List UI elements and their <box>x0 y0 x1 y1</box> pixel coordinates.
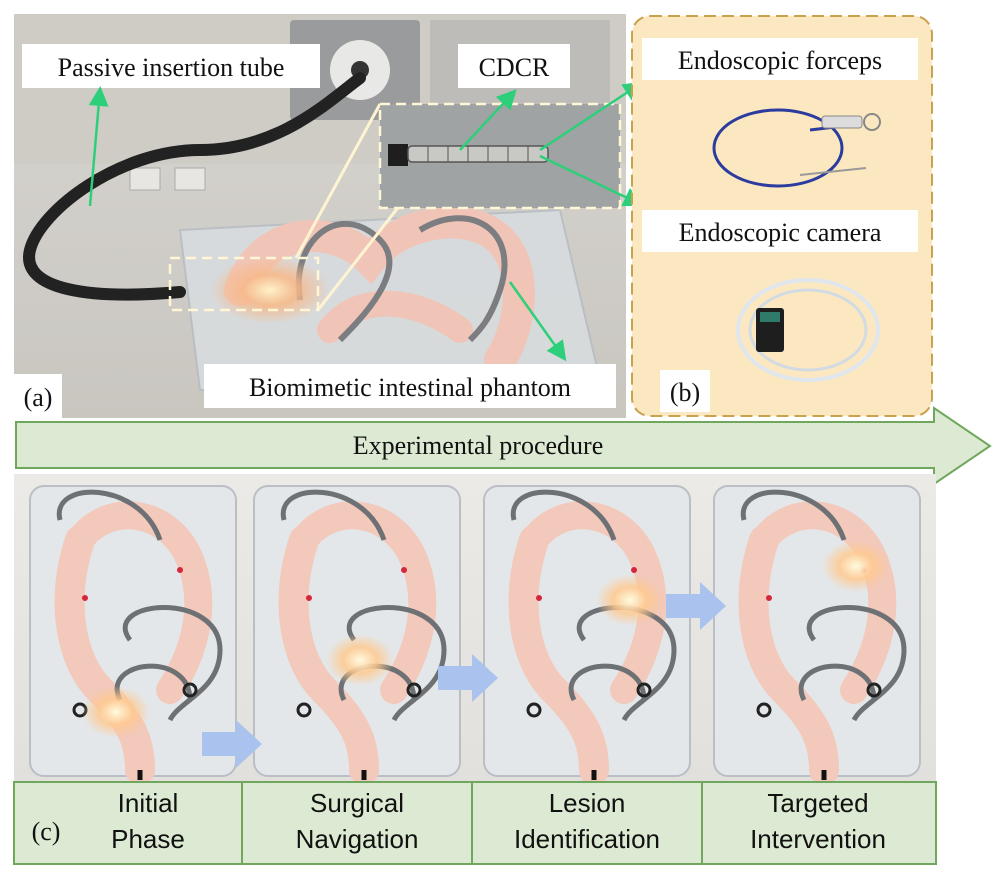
annotation-arrows <box>88 81 644 362</box>
stage-1-line-2: Phase <box>111 824 185 854</box>
cdcr-label-text: CDCR <box>479 53 550 82</box>
procedure-arrow: Experimental procedure <box>15 406 992 486</box>
panel-b: Endoscopic forceps Endoscopic camera (b) <box>631 15 933 417</box>
cdcr-robot <box>407 145 549 163</box>
stage-labels: Initial Phase Surgical Navigation Lesion… <box>13 781 937 865</box>
panel-c-photos <box>14 474 936 785</box>
stage-1-line-1: Initial <box>118 788 179 818</box>
label-passive-insertion-tube: Passive insertion tube <box>22 44 320 88</box>
stage-3-line-1: Lesion <box>549 788 626 818</box>
phantom-label-text: Biomimetic intestinal phantom <box>249 373 571 402</box>
stage-4-line-2: Intervention <box>750 824 886 854</box>
stage-4-line-1: Targeted <box>767 788 868 818</box>
label-biomimetic-phantom: Biomimetic intestinal phantom <box>204 364 616 408</box>
panel-a-tag: (a) <box>14 374 62 418</box>
tube-label-text: Passive insertion tube <box>58 53 285 82</box>
panel-a-tag-text: (a) <box>24 383 53 412</box>
stage-2-line-1: Surgical <box>310 788 404 818</box>
procedure-label-text: Experimental procedure <box>353 431 604 460</box>
camera-label-text: Endoscopic camera <box>679 218 882 247</box>
forceps-illustration <box>712 108 881 188</box>
stage-photo-3 <box>483 485 691 785</box>
stage-photo-2 <box>253 485 461 785</box>
panel-b-tag-text: (b) <box>670 378 700 407</box>
camera-illustration <box>736 278 880 382</box>
label-cdcr: CDCR <box>458 44 570 88</box>
panel-c-tag-text: (c) <box>32 817 61 846</box>
stage-photo-1 <box>29 485 237 785</box>
forceps-label-text: Endoscopic forceps <box>678 46 882 75</box>
stage-2-line-2: Navigation <box>296 824 419 854</box>
stage-3-line-2: Identification <box>514 824 660 854</box>
stage-photo-4 <box>713 485 921 785</box>
